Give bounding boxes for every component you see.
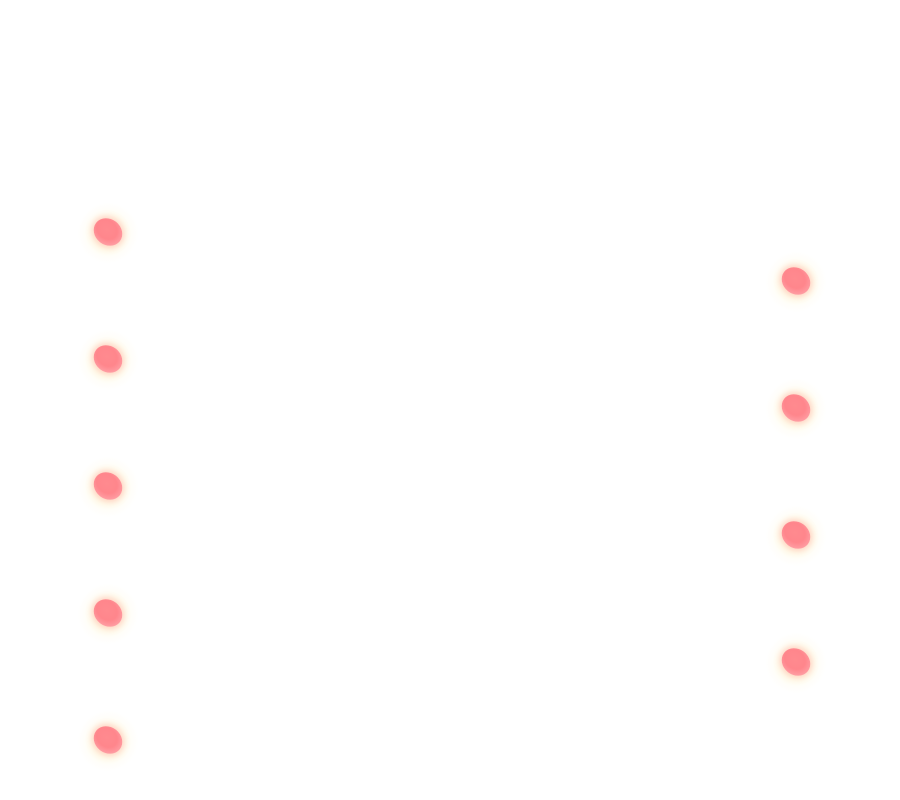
right-glowing-dot-1 [766, 252, 826, 312]
left-dot-column [78, 203, 138, 771]
right-glowing-dot-2 [766, 379, 826, 439]
right-dot-column [766, 252, 826, 693]
left-glowing-dot-1 [78, 203, 138, 263]
left-glowing-dot-2 [78, 330, 138, 390]
right-glowing-dot-4 [766, 633, 826, 693]
left-glowing-dot-5 [78, 711, 138, 771]
left-glowing-dot-3 [78, 457, 138, 517]
left-glowing-dot-4 [78, 584, 138, 644]
right-glowing-dot-3 [766, 506, 826, 566]
